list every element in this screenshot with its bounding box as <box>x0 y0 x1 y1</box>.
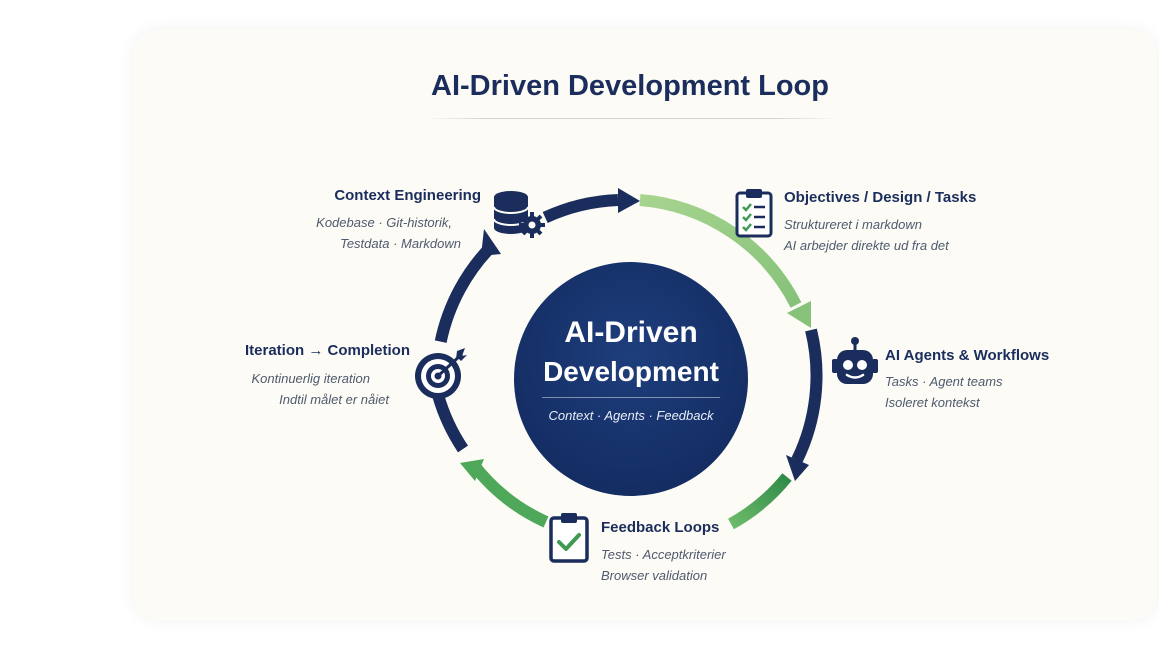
arc-iteration-to-context <box>434 240 498 343</box>
node-iteration-line2: Indtil målet er nåiet <box>279 392 389 407</box>
node-feedback-line2: Browser validation <box>601 568 708 583</box>
title-divider <box>425 118 837 119</box>
node-ai-agents-line1: Tasks · Agent teams <box>885 374 1003 389</box>
node-objectives-title: Objectives / Design / Tasks <box>784 189 977 206</box>
arc-agents-to-feedback <box>728 473 792 530</box>
database-gear-icon <box>493 191 545 238</box>
arc-left-lower <box>432 393 469 453</box>
node-objectives-line1: Struktureret i markdown <box>784 217 922 232</box>
center-title-line2: Development <box>543 356 719 387</box>
node-ai-agents-title: AI Agents & Workflows <box>885 347 1050 364</box>
clipboard-check-icon <box>549 513 589 563</box>
target-icon <box>415 348 467 399</box>
center-divider <box>542 397 720 398</box>
node-feedback-title: Feedback Loops <box>601 519 720 536</box>
arc-agents-right <box>791 328 823 463</box>
center-title-line1: AI-Driven <box>564 316 698 349</box>
arrowhead-agents-down <box>786 455 809 481</box>
arc-objectives-to-agents <box>639 194 802 308</box>
node-iteration-title: Iteration → Completion <box>245 342 410 359</box>
arrowhead-objectives-to-agents <box>787 301 811 328</box>
center-circle: AI-Driven Development Context · Agents ·… <box>514 262 748 496</box>
node-context-engineering-line1: Kodebase · Git-historik, <box>316 215 452 230</box>
clipboard-checklist-icon <box>735 189 773 238</box>
node-feedback-line1: Tests · Acceptkriterier <box>601 547 726 562</box>
node-iteration-line1: Kontinuerlig iteration <box>251 371 370 386</box>
center-tagline: Context · Agents · Feedback <box>548 408 714 423</box>
node-context-engineering-line2: Testdata · Markdown <box>340 236 461 251</box>
arrowhead-iteration-to-context <box>481 229 501 256</box>
arrowhead-context-to-objectives <box>618 188 640 213</box>
node-objectives-line2: AI arbejder direkte ud fra det <box>784 238 949 253</box>
robot-icon <box>832 337 878 384</box>
node-ai-agents-line2: Isoleret kontekst <box>885 395 980 410</box>
arc-context-to-objectives <box>542 194 619 223</box>
arc-feedback-to-iteration <box>468 460 549 528</box>
page-title: AI-Driven Development Loop <box>431 70 829 102</box>
node-context-engineering-title: Context Engineering <box>334 187 481 204</box>
arrowhead-feedback-to-iteration <box>460 459 484 481</box>
